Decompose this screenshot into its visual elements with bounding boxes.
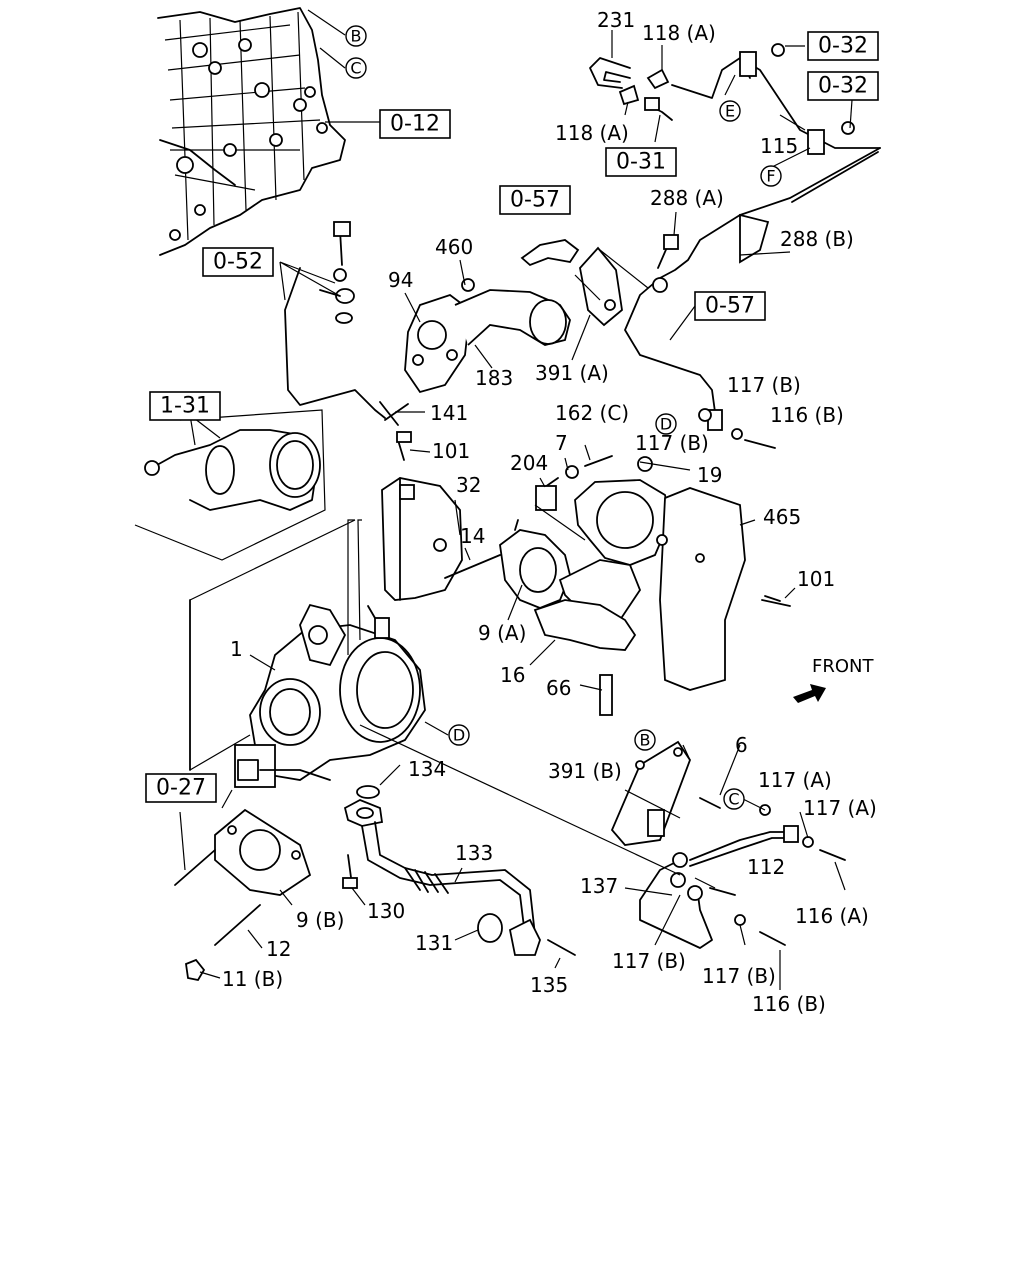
part-label: 117 (B) <box>635 431 709 455</box>
part-label: 9 (A) <box>478 621 526 645</box>
part-label: 231 <box>597 8 635 32</box>
circle-marker: C <box>723 788 745 810</box>
front-direction-arrow <box>793 684 826 703</box>
ref-box-0-57-a: 0-57 <box>510 188 560 213</box>
part-label: 11 (B) <box>222 967 283 991</box>
circle-letter-d-upper: D <box>660 415 672 434</box>
part-label: 288 (A) <box>650 186 724 210</box>
part-label: 141 <box>430 401 468 425</box>
part-label: 1 <box>230 637 243 661</box>
circle-letter-b-lower: B <box>640 731 651 750</box>
part-label: 117 (B) <box>702 964 776 988</box>
part-label: 183 <box>475 366 513 390</box>
ref-box: 0-32 <box>807 71 879 101</box>
circle-marker: B <box>345 25 367 47</box>
oil-feed-pipe-drawing <box>284 221 399 426</box>
ref-box-0-31: 0-31 <box>616 150 666 175</box>
part-label: 101 <box>797 567 835 591</box>
ref-box: 0-12 <box>379 109 451 139</box>
ref-box-1-31: 1-31 <box>160 394 210 419</box>
ref-box-0-12: 0-12 <box>390 112 440 137</box>
ref-box: 1-31 <box>149 391 221 421</box>
part-label: 133 <box>455 841 493 865</box>
part-label: 460 <box>435 235 473 259</box>
turbocharger-drawing <box>189 519 426 788</box>
ref-box: 0-57 <box>694 291 766 321</box>
part-label: 94 <box>388 268 413 292</box>
ref-box: 0-57 <box>499 185 571 215</box>
oil-line-right-drawing <box>624 147 881 431</box>
part-label: 101 <box>432 439 470 463</box>
circle-letter-d-lower: D <box>453 726 465 745</box>
bracket-391a-drawing <box>520 239 649 327</box>
part-label: 116 (B) <box>770 403 844 427</box>
circle-letter-e: E <box>725 102 735 121</box>
ref-box: 0-32 <box>807 31 879 61</box>
part-label: 16 <box>500 663 525 687</box>
hose-231-drawing <box>589 43 881 155</box>
part-label: 112 <box>747 855 785 879</box>
hose-inset-drawing <box>134 409 326 561</box>
part-label: 130 <box>367 899 405 923</box>
circle-letter-c-top: C <box>350 59 361 78</box>
part-label: 288 (B) <box>780 227 854 251</box>
part-label: 115 <box>760 134 798 158</box>
part-label: 6 <box>735 733 748 757</box>
part-label: 118 (A) <box>642 21 716 45</box>
circle-letter-c-lower: C <box>728 790 739 809</box>
exhaust-manifold-drawing <box>499 477 781 716</box>
circle-marker: C <box>345 57 367 79</box>
exhaust-elbow-drawing <box>404 278 571 394</box>
part-label: 14 <box>460 524 485 548</box>
part-label: 116 (A) <box>795 904 869 928</box>
ref-box-0-57-b: 0-57 <box>705 294 755 319</box>
part-label: 7 <box>555 431 568 455</box>
oil-return-pipe-drawing <box>342 785 576 956</box>
ref-box: 0-31 <box>605 147 677 177</box>
part-label: 391 (B) <box>548 759 622 783</box>
leader-lines <box>179 9 853 990</box>
part-label: 204 <box>510 451 548 475</box>
circle-marker: F <box>760 165 782 187</box>
ref-box: 0-27 <box>145 773 217 803</box>
part-number-labels: 231 118 (A) 118 (A) 115 288 (A) 288 (B) … <box>222 8 877 1016</box>
ref-box-0-32-b: 0-32 <box>818 74 868 99</box>
ref-box: 0-52 <box>202 247 274 277</box>
fastener-drawings <box>384 403 791 607</box>
part-label: 131 <box>415 931 453 955</box>
turbo-outlet-gasket-drawing <box>174 808 312 982</box>
part-label: 135 <box>530 973 568 997</box>
circle-letter-b-top: B <box>351 27 362 46</box>
circle-marker: E <box>719 100 741 122</box>
part-label: 134 <box>408 757 446 781</box>
circle-marker: D <box>655 413 677 435</box>
part-label: 137 <box>580 874 618 898</box>
circle-marker: D <box>448 724 470 746</box>
part-label: 162 (C) <box>555 401 629 425</box>
engine-block-drawing <box>157 7 346 256</box>
part-label: 66 <box>546 676 571 700</box>
ref-box-0-52: 0-52 <box>213 250 263 275</box>
water-line-drawing <box>359 724 846 949</box>
part-label: 117 (A) <box>758 768 832 792</box>
part-label: 391 (A) <box>535 361 609 385</box>
ref-box-0-27: 0-27 <box>156 776 206 801</box>
circle-marker: B <box>634 729 656 751</box>
part-label: 32 <box>456 473 481 497</box>
circle-letter-f: F <box>766 167 775 186</box>
part-label: 465 <box>763 505 801 529</box>
part-label: 118 (A) <box>555 121 629 145</box>
part-label: 116 (B) <box>752 992 826 1016</box>
ref-box-0-32-a: 0-32 <box>818 34 868 59</box>
part-label: 12 <box>266 937 291 961</box>
part-label: 117 (A) <box>803 796 877 820</box>
part-label: 19 <box>697 463 722 487</box>
front-label: FRONT <box>812 656 874 677</box>
part-label: 117 (B) <box>727 373 801 397</box>
part-label: 117 (B) <box>612 949 686 973</box>
heat-shield-drawing <box>381 431 463 601</box>
part-label: 9 (B) <box>296 908 344 932</box>
